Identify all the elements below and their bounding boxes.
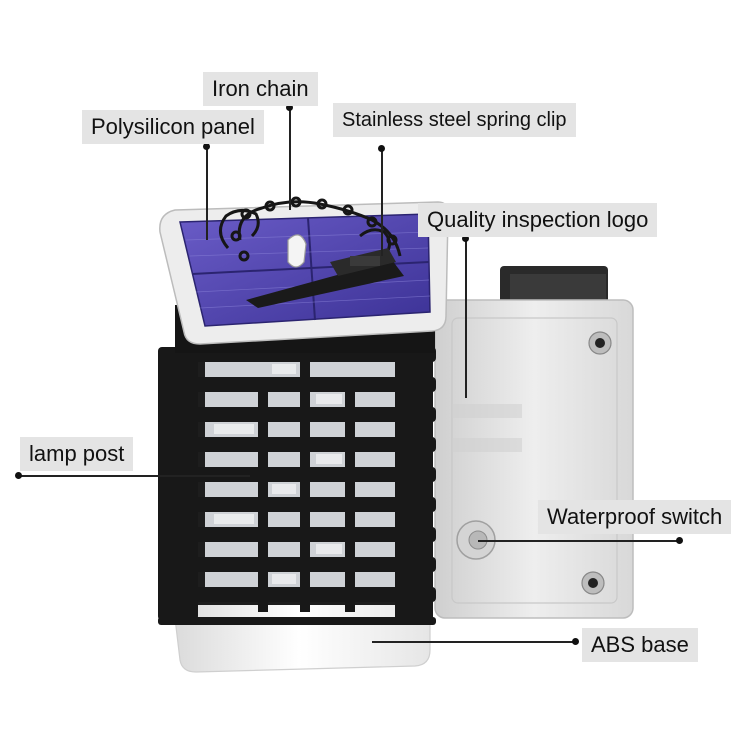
clip-dot <box>378 145 385 152</box>
label-spring-clip: Stainless steel spring clip <box>333 103 576 137</box>
clip-leader <box>381 148 383 256</box>
screw-icon <box>588 331 612 355</box>
panel-leader <box>206 146 208 240</box>
label-polysilicon-panel: Polysilicon panel <box>82 110 264 144</box>
lantern <box>158 196 449 673</box>
lamp-post-dot <box>15 472 22 479</box>
logo-dot <box>462 235 469 242</box>
label-quality-logo: Quality inspection logo <box>418 203 658 237</box>
label-abs-base: ABS base <box>582 628 698 662</box>
switch-leader <box>478 540 680 542</box>
spring-clip <box>246 248 404 308</box>
iron-chain <box>219 196 402 262</box>
label-waterproof-switch: Waterproof switch <box>538 500 732 534</box>
back-housing <box>434 266 634 619</box>
iron-chain-dot <box>286 104 293 111</box>
label-iron-chain: Iron chain <box>203 72 318 106</box>
abs-base-dot <box>572 638 579 645</box>
quality-inspection-logo <box>452 404 522 452</box>
screw-icon <box>581 571 605 595</box>
iron-chain-leader <box>289 106 291 210</box>
abs-base-leader <box>372 641 576 643</box>
lamp-post-leader <box>18 475 250 477</box>
label-lamp-post: lamp post <box>20 437 134 471</box>
panel-dot <box>203 143 210 150</box>
logo-leader <box>465 238 467 398</box>
switch-dot <box>676 537 683 544</box>
